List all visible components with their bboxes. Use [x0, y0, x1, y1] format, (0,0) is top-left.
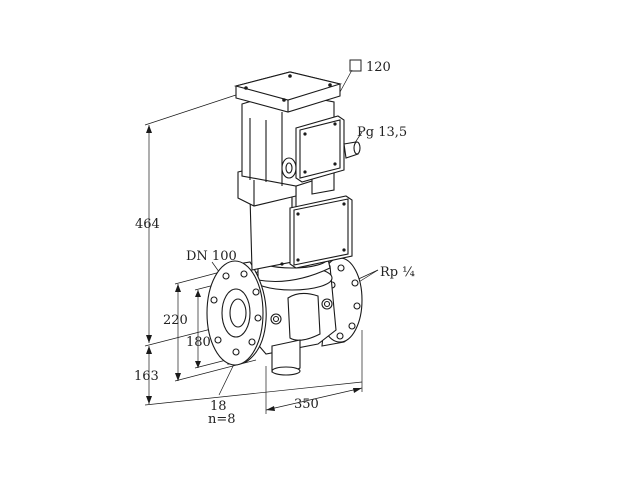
lower-terminal-box	[280, 195, 353, 269]
label-total-height: 464	[135, 217, 160, 232]
actuator-column	[233, 71, 343, 271]
dimension-labels: 120 Pg 13,5 464 DN 100 Rp ¼ 220 180 163 …	[134, 59, 415, 427]
label-length: 350	[294, 397, 319, 412]
label-flange-outer: 220	[163, 313, 188, 328]
label-bolt-circle: 180	[186, 335, 211, 350]
label-nominal-diameter: DN 100	[186, 249, 237, 264]
left-flange	[206, 260, 267, 366]
square-symbol	[349, 59, 362, 72]
label-cable-gland: Pg 13,5	[357, 125, 407, 140]
upper-terminal-box	[295, 115, 361, 183]
label-square-size: 120	[366, 60, 391, 75]
label-bottom-height: 163	[134, 369, 159, 384]
label-pressure-port: Rp ¼	[380, 265, 415, 280]
label-bolt-hole: 18	[210, 399, 227, 414]
label-bolt-count: n=8	[208, 412, 236, 427]
